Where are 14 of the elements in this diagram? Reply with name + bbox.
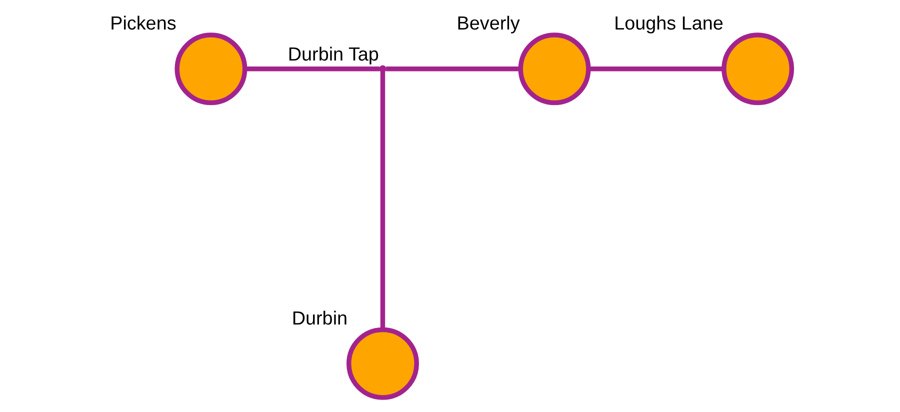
node-circle: [721, 32, 794, 106]
connector: [386, 66, 520, 72]
node-circle: [346, 327, 418, 400]
node-label: Durbin Tap: [287, 44, 378, 66]
node-circle: [378, 65, 386, 73]
connector: [588, 66, 723, 72]
connector: [380, 72, 385, 330]
node-label: Loughs Lane: [614, 14, 723, 35]
connector: [244, 66, 379, 72]
node-circle: [174, 32, 247, 106]
node-label: Beverly: [456, 14, 520, 35]
node-circle: [518, 32, 590, 106]
node-label: Pickens: [110, 14, 176, 35]
node-label: Durbin: [291, 308, 348, 330]
